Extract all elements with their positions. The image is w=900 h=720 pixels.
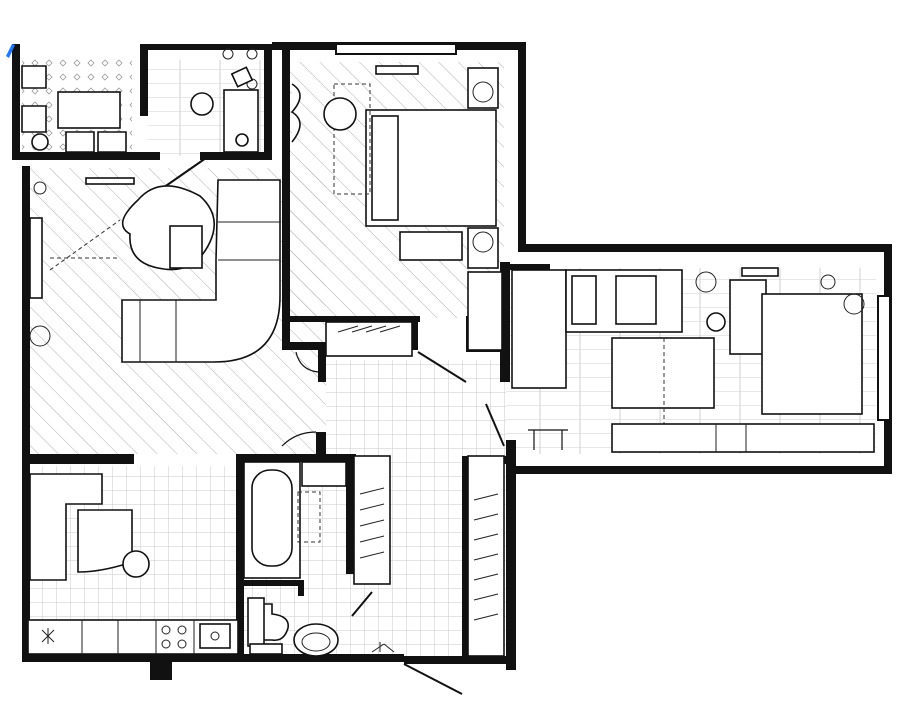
rug-icon: [399, 231, 463, 261]
study-furniture: [190, 66, 259, 153]
wardrobe-icon: [611, 423, 875, 453]
wardrobe-icon: [467, 455, 505, 657]
nightstand-icon: [467, 67, 499, 109]
plant-icon: [29, 181, 51, 347]
desk-icon: [729, 279, 767, 355]
sofa-icon: [121, 179, 281, 363]
shower-curtain-icon: [297, 491, 321, 543]
cabinet-icon: [249, 643, 283, 655]
wardrobe-icon: [353, 455, 391, 585]
chair-icon: [190, 92, 214, 116]
mirror-icon: [290, 83, 301, 143]
chair-icon: [235, 133, 249, 147]
plant-icon: [371, 642, 395, 653]
tv-unit-icon: [29, 217, 43, 299]
north-marker-icon: [6, 44, 15, 58]
bunk-bed-icon: [511, 269, 567, 389]
play-mat-icon: [761, 293, 863, 415]
dresser-icon: [325, 321, 413, 357]
nightstand-icon: [467, 227, 499, 269]
armchair-icon: [21, 65, 47, 133]
wardrobe-icon: [467, 271, 503, 351]
sink-icon: [199, 623, 231, 649]
side-table-icon: [57, 91, 121, 129]
plant-icon: [695, 271, 865, 315]
chair-icon: [706, 312, 726, 332]
stool-icon: [122, 550, 150, 578]
rug-icon: [611, 337, 715, 409]
balcony-furniture: [21, 48, 258, 153]
doors: [159, 157, 505, 695]
kitchen-furniture: [27, 473, 239, 655]
radiator-icon: [375, 65, 419, 75]
kitchen-sofa-icon: [29, 473, 103, 581]
washing-machine-icon: [301, 461, 347, 487]
chair-icon: [528, 429, 568, 450]
hallway-furniture: [337, 325, 505, 657]
stool-icon: [31, 133, 49, 151]
kids-room-furniture: [511, 267, 875, 453]
bedroom-furniture: [290, 65, 503, 357]
radiator-icon: [85, 177, 135, 185]
plant-icon: [41, 628, 55, 644]
coffee-table-icon: [169, 225, 203, 269]
chair-icon: [65, 131, 127, 153]
radiator-icon: [741, 267, 779, 277]
living-room-furniture: [29, 177, 281, 363]
bathroom-fixtures: [243, 461, 347, 657]
armchair-icon: [323, 97, 357, 131]
laptop-icon: [230, 66, 254, 88]
stove-icon: [161, 625, 187, 649]
